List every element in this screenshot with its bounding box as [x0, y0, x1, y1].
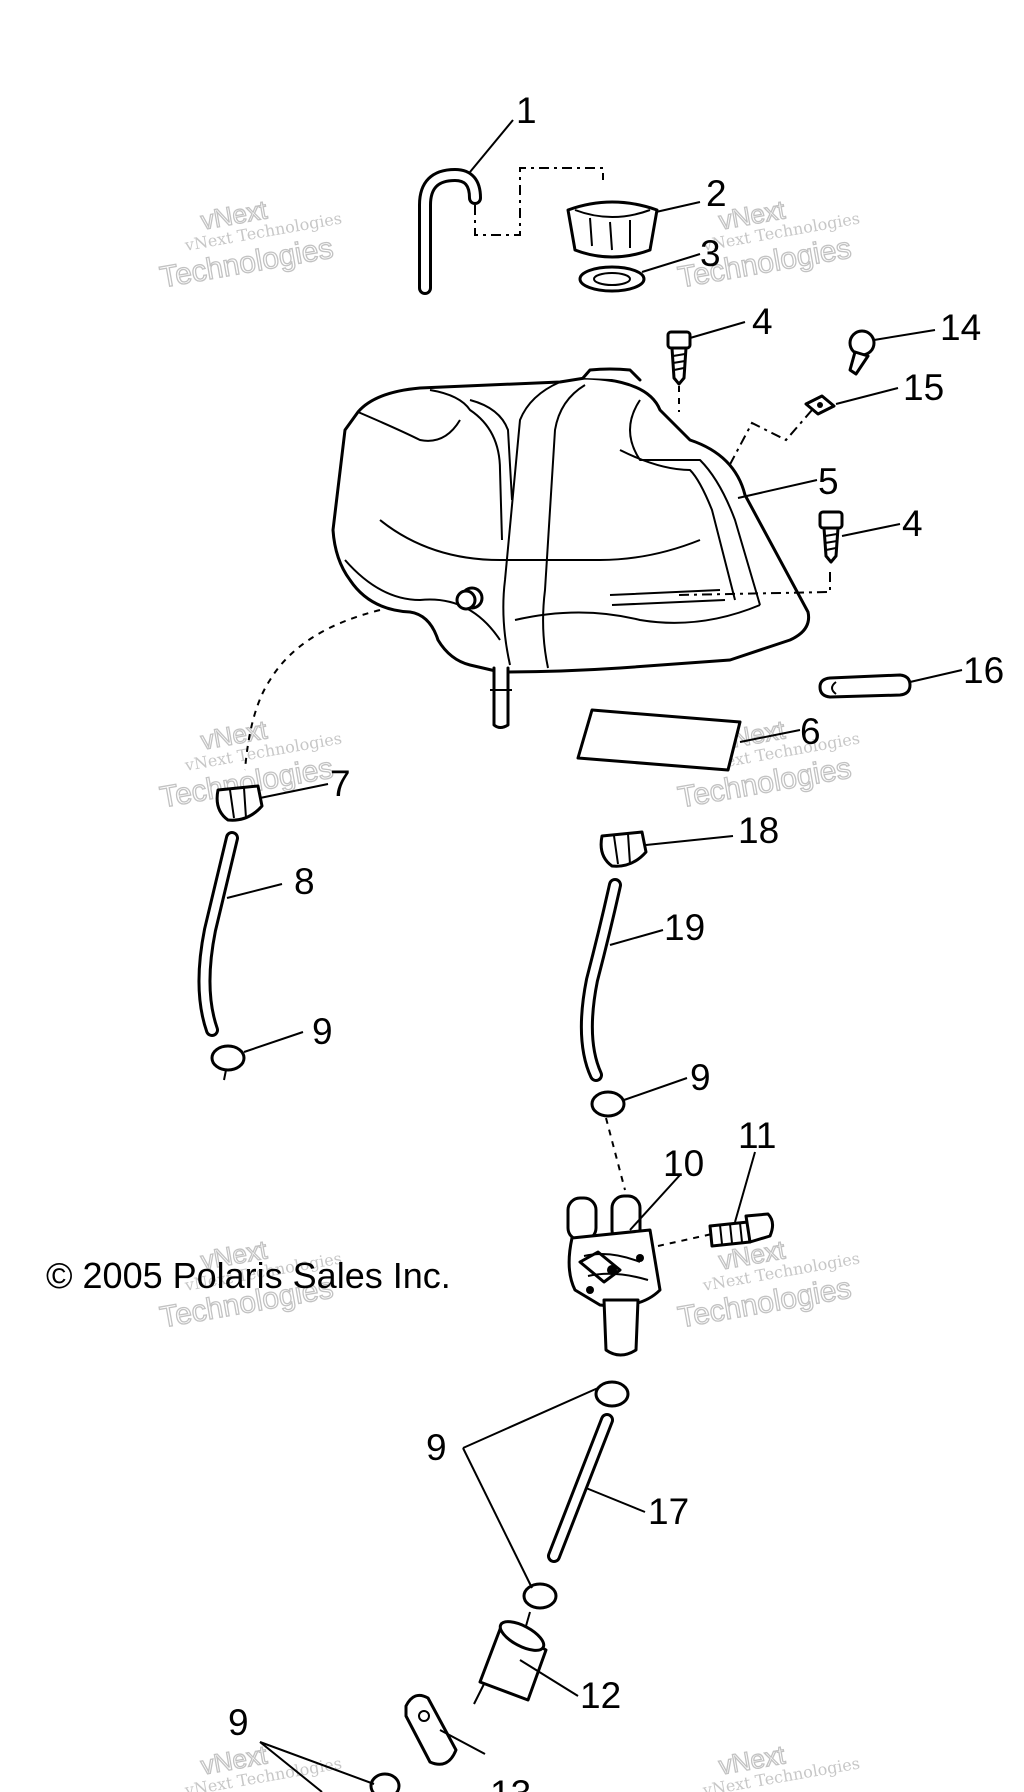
callout-19: 19: [664, 907, 705, 948]
part-8-hose: [197, 831, 239, 1037]
callout-4-upper: 4: [752, 301, 773, 342]
part-5-fuel-tank: [331, 367, 811, 729]
part-9-clamp-lower-bottom: [522, 1582, 558, 1610]
part-19-hose: [579, 878, 622, 1082]
part-14-bolt: [848, 329, 876, 376]
callout-9-lower: 9: [426, 1427, 447, 1468]
watermark-8: vNext vNext Technologies: [700, 1739, 861, 1792]
part-11-bolt: [708, 1212, 775, 1248]
callout-1: 1: [516, 90, 537, 131]
part-6-pad: [576, 708, 742, 772]
callout-18: 18: [738, 810, 779, 851]
part-13-clip: [404, 1693, 458, 1766]
dash-tank-bolt4: [678, 570, 831, 596]
watermark-1: vNext vNext Technologies Technologies: [157, 194, 343, 295]
callout-11: 11: [738, 1115, 776, 1156]
dash-valve-bolt11: [657, 1233, 713, 1247]
part-1-vent-hose: [418, 167, 482, 295]
callout-15: 15: [903, 367, 944, 408]
watermark-6: vNext vNext Technologies Technologies: [675, 1234, 861, 1335]
part-9-clamp-bottom: [369, 1772, 401, 1792]
dash-tank-clamp7: [244, 609, 381, 771]
watermark-2: vNext vNext Technologies Technologies: [675, 194, 861, 295]
dash-9-valve: [605, 1117, 626, 1191]
part-15-washer: [804, 394, 836, 416]
part-16-strap: [818, 673, 912, 699]
callout-4-lower: 4: [902, 503, 923, 544]
callout-17: 17: [648, 1491, 689, 1532]
part-9-clamp-left: [210, 1044, 246, 1081]
callout-6: 6: [800, 711, 821, 752]
part-3-gasket: [578, 265, 646, 293]
callout-13: 13: [490, 1773, 531, 1792]
leader-lines: [226, 119, 963, 1792]
callout-9-right: 9: [690, 1057, 711, 1098]
part-9-clamp-lower-top: [594, 1380, 630, 1408]
callout-2: 2: [706, 173, 727, 214]
callout-5: 5: [818, 461, 839, 502]
part-4-bolt-upper: [666, 330, 692, 386]
watermark-7: vNext vNext Technologies: [182, 1739, 343, 1792]
callout-9-left: 9: [312, 1011, 333, 1052]
callout-labels: 1 2 3 4 14 15 5 4 16 6 7 18 8 19 9 9 10 …: [228, 90, 1004, 1792]
part-17-hose: [547, 1413, 614, 1563]
dash-15-tank: [725, 409, 813, 481]
callout-9-bottom: 9: [228, 1702, 249, 1743]
part-10-fuel-valve: [566, 1194, 662, 1357]
callout-7: 7: [330, 763, 351, 804]
part-9-clamp-right: [590, 1090, 626, 1118]
part-2-fuel-cap: [566, 200, 659, 259]
part-7-clamp: [215, 784, 264, 822]
part-12-fuel-filter: [473, 1611, 548, 1705]
callout-8: 8: [294, 861, 315, 902]
part-4-bolt-lower: [818, 510, 844, 564]
watermark-3: vNext vNext Technologies Technologies: [157, 714, 343, 815]
copyright-text: © 2005 Polaris Sales Inc.: [46, 1255, 451, 1296]
callout-14: 14: [940, 307, 981, 348]
part-18-clamp: [599, 830, 648, 868]
callout-12: 12: [580, 1675, 621, 1716]
callout-3: 3: [700, 233, 721, 274]
dash-1-2: [474, 167, 604, 236]
callout-16: 16: [963, 650, 1004, 691]
callout-10: 10: [663, 1143, 704, 1184]
